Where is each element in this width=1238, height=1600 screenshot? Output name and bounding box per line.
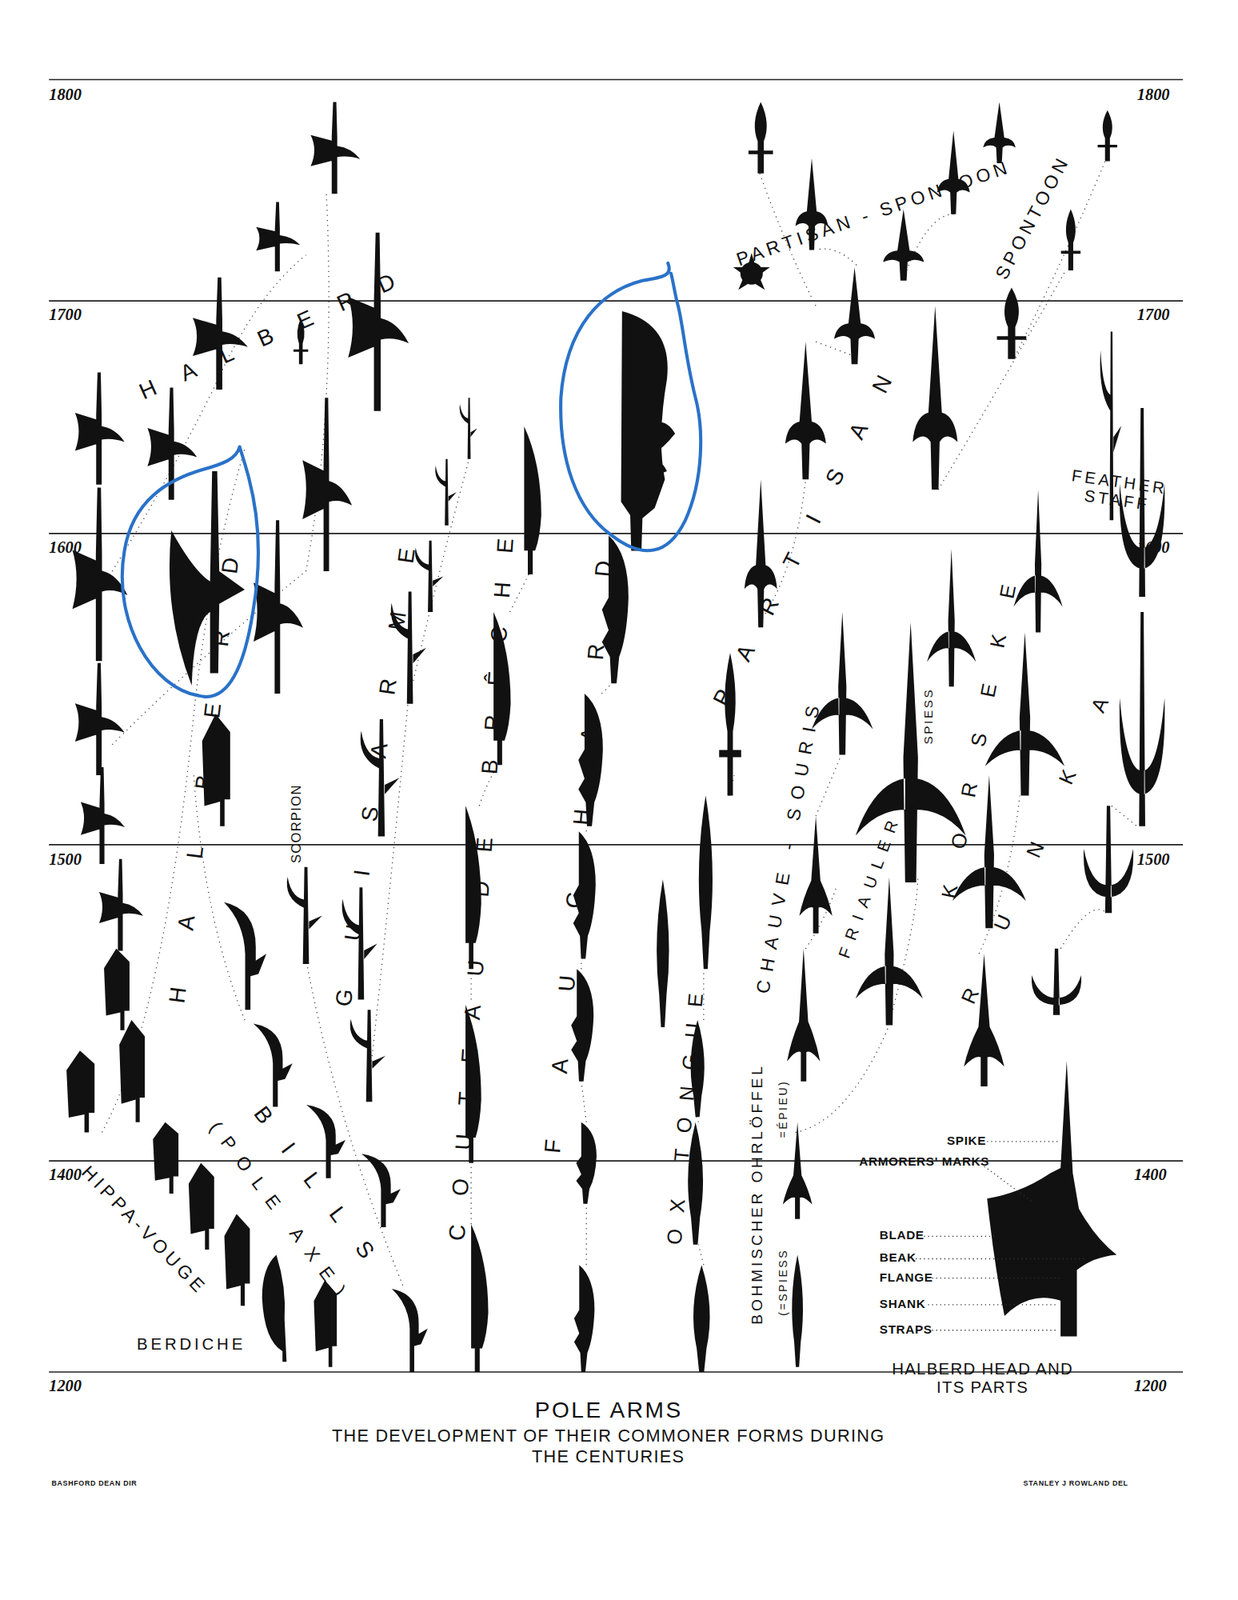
weapon-name: SPIESS — [922, 687, 937, 747]
year-label: 1400 — [1134, 1165, 1167, 1184]
title: POLE ARMS — [532, 1396, 683, 1422]
year-label: 1800 — [48, 85, 82, 104]
year-label: 1600 — [1137, 538, 1171, 557]
century-rule — [48, 79, 1183, 1372]
year-label: 1500 — [1137, 850, 1171, 869]
credit: STANLEY J ROWLAND DEL — [1022, 1478, 1129, 1487]
weapon-silhouette — [66, 102, 1165, 1373]
figure-label: HALBERD HEAD AND ITS PARTS — [884, 1360, 1080, 1398]
weapon-name: OX TONGUE — [661, 975, 710, 1262]
part-name: BEAK — [878, 1251, 917, 1266]
weapon-name: FAUCHARD — [533, 492, 623, 1222]
credit: BASHFORD DEAN DIR — [51, 1478, 138, 1487]
part-name: FLANGE — [878, 1270, 933, 1286]
weapon-name: BERDICHE — [133, 1334, 246, 1354]
weapon-name: COUTEAU DE BRÊCHE — [442, 508, 522, 1270]
weapon-name: FEATHER STAFF — [1051, 463, 1182, 519]
weapon-name: GUISARME — [323, 498, 428, 1057]
weapon-name: FRIAULER — [831, 809, 906, 970]
year-label: 1800 — [1137, 85, 1171, 104]
year-label: 1500 — [48, 850, 82, 869]
leader-line — [915, 1141, 1086, 1330]
year-label: 1700 — [48, 306, 82, 325]
weapon-name: PARTISAN - SPONTOON — [730, 156, 1015, 272]
part-name: ARMORERS' MARKS — [858, 1155, 990, 1171]
weapon-name: BOHMISCHER OHRLÖFFEL — [747, 1062, 766, 1327]
year-label: 1400 — [48, 1165, 82, 1184]
year-label: 1200 — [48, 1376, 82, 1395]
year-label: 1700 — [1137, 306, 1171, 325]
part-name: SPIKE — [946, 1134, 987, 1149]
part-name: BLADE — [878, 1229, 925, 1244]
weapon-name: (=SPIESS — [776, 1248, 790, 1318]
weapon-name: SCORPION — [289, 783, 305, 864]
caption: THE DEVELOPMENT OF THEIR COMMONER FORMS … — [311, 1425, 905, 1466]
weapon-name: =ÉPIEU) — [776, 1079, 790, 1140]
year-label: 1200 — [1134, 1376, 1167, 1395]
part-name: SHANK — [878, 1297, 926, 1312]
part-name: STRAPS — [878, 1322, 933, 1338]
year-label: 1600 — [48, 538, 82, 557]
